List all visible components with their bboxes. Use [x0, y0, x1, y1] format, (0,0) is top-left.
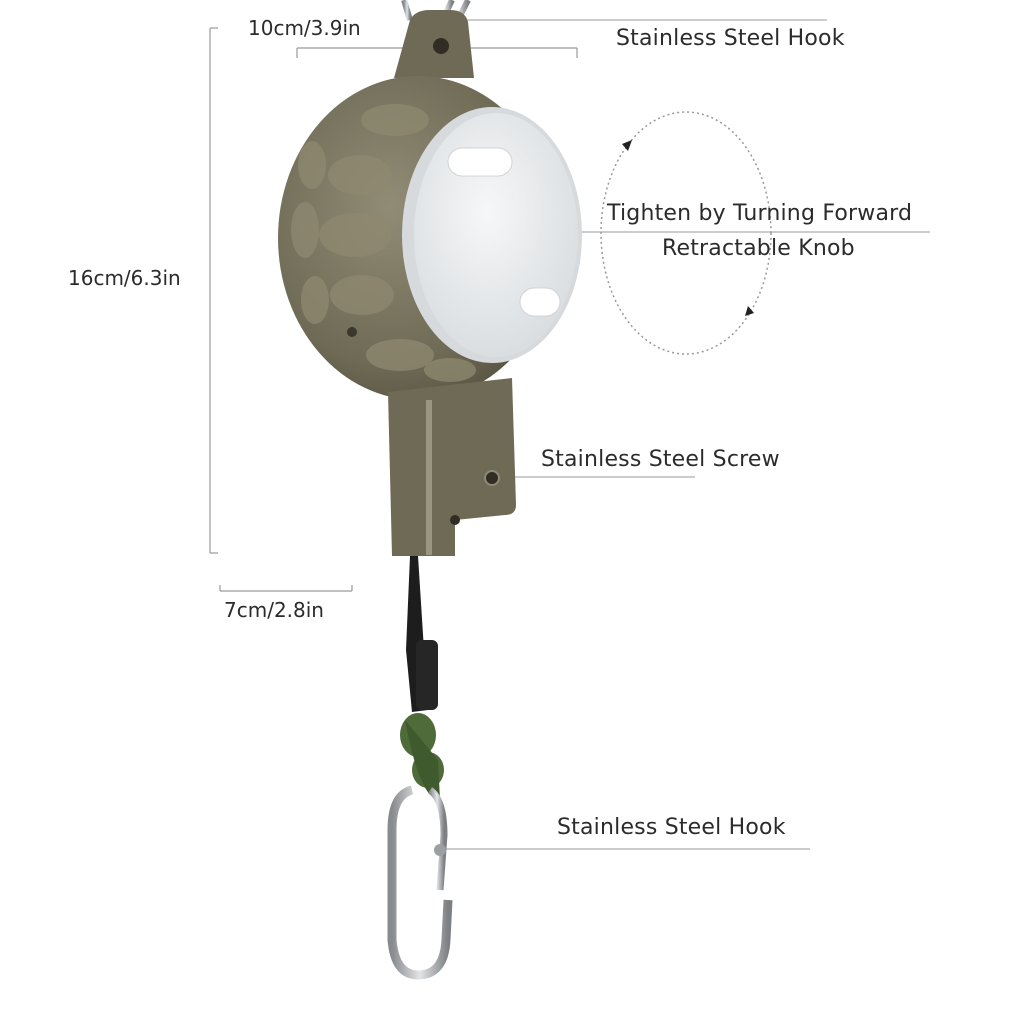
screw-label: Stainless Steel Screw — [541, 447, 780, 472]
rope-knot — [400, 713, 444, 800]
lower-bracket — [388, 378, 516, 556]
height-dimension-label: 16cm/6.3in — [68, 266, 181, 290]
bottom-hook-label: Stainless Steel Hook — [557, 815, 786, 840]
top-hook-label: Stainless Steel Hook — [616, 26, 845, 51]
bottom-hook — [387, 785, 453, 980]
width-dimension-label: 10cm/3.9in — [248, 16, 361, 40]
rotation-indicator — [600, 111, 772, 355]
depth-dimension-label: 7cm/2.8in — [224, 598, 324, 622]
steel-screw — [484, 470, 500, 486]
knob-label-line1: Tighten by Turning Forward — [607, 201, 913, 226]
knob-label-line2: Retractable Knob — [662, 236, 855, 261]
